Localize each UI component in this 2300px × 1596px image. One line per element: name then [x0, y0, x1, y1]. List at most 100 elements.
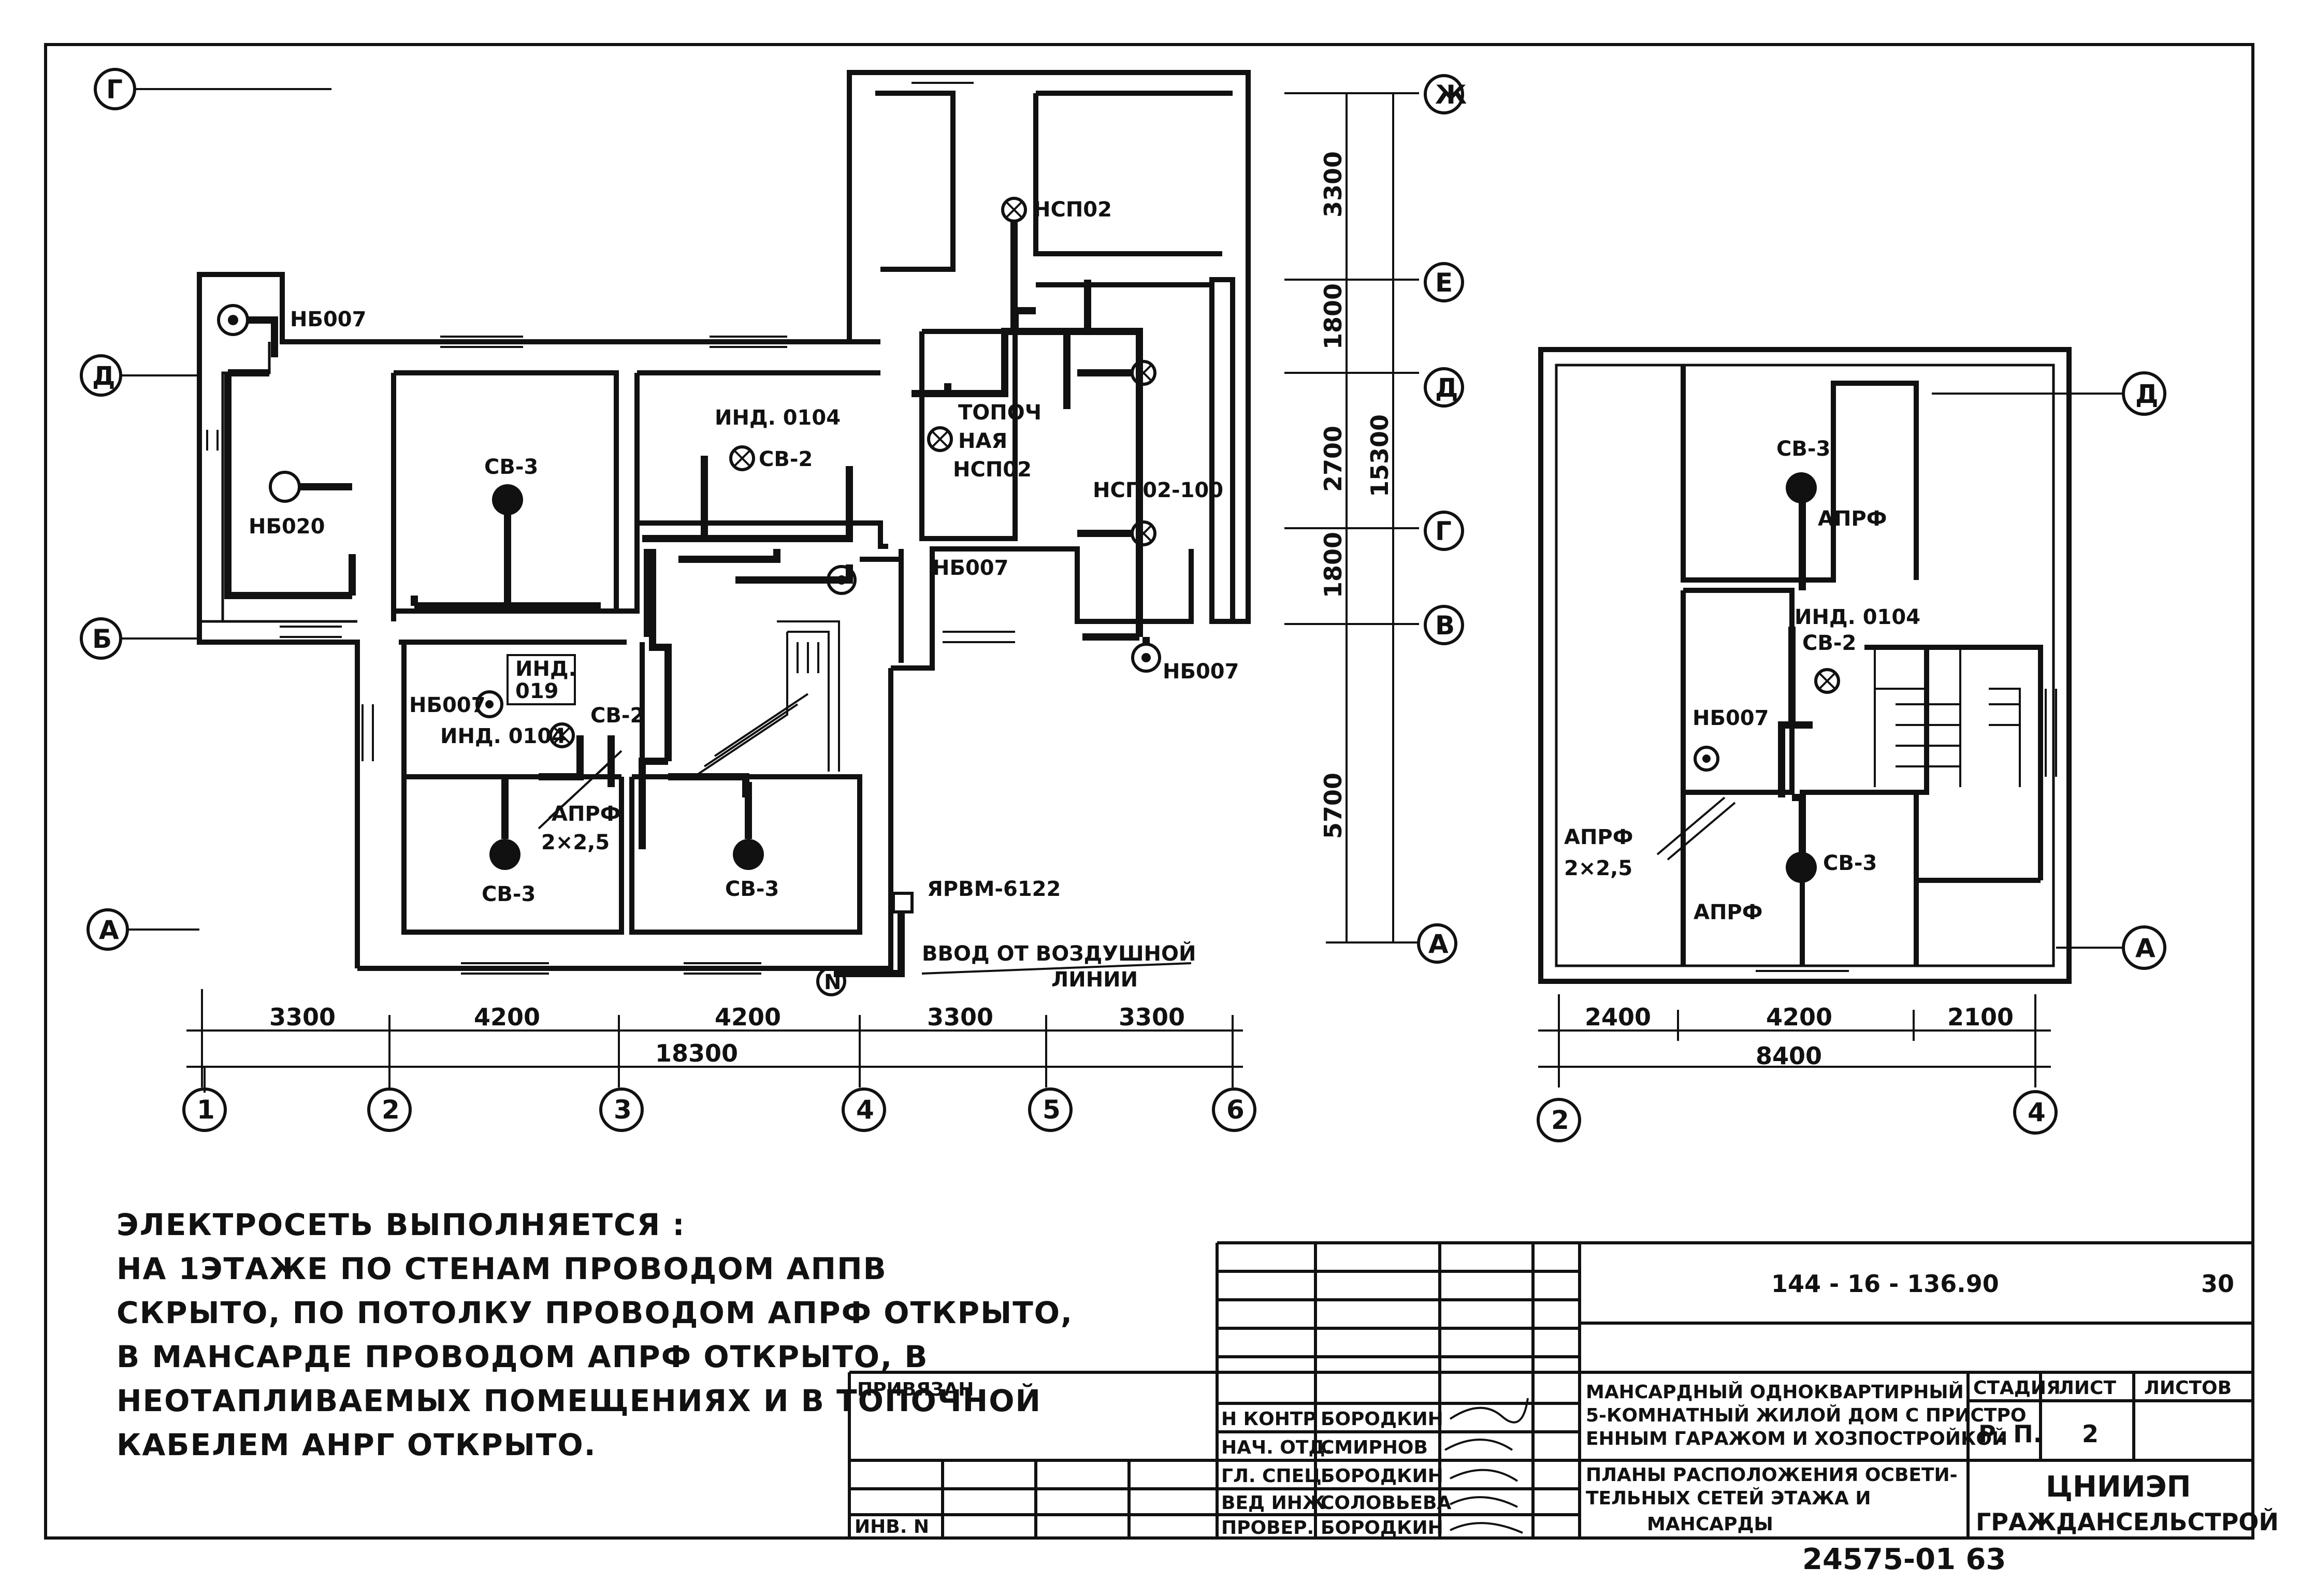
section-dimensions: 3300 1800 2700 1800 5700 15300 Ж Е Д Г В… — [1284, 74, 1467, 964]
label-title-block-list-header: ЛИСТ — [2059, 1377, 2116, 1399]
fixture-nsp02-100-a — [1077, 360, 1156, 386]
label-topoch-2: НАЯ — [958, 429, 1007, 453]
label-axes-ground-cols-3: 4 — [856, 1095, 874, 1125]
label-axes-attic-cols-0: 2 — [1551, 1105, 1569, 1135]
label-title-block-roles-4: ПРОВЕР. — [1221, 1517, 1314, 1539]
label-dims-ground-bottom-2: 4200 — [715, 1003, 781, 1031]
ind019-box — [507, 654, 576, 705]
label-n-symbol: N — [824, 970, 841, 994]
label-dims-ground-bottom-4: 3300 — [1119, 1003, 1185, 1031]
label-dims-attic-bottom-2: 2100 — [1947, 1003, 2014, 1031]
attic-wiring — [1778, 487, 1813, 860]
label-note-lines-1: НА 1ЭТАЖЕ ПО СТЕНАМ ПРОВОДОМ АППВ — [117, 1251, 887, 1286]
label-axes-section-rows-5: А — [1428, 929, 1449, 959]
label-dims-section-3: 1800 — [1319, 532, 1347, 598]
label-dims-attic-bottom-1: 4200 — [1766, 1003, 1832, 1031]
attic-cb2 — [1814, 668, 1840, 694]
fixture-cb2-b — [549, 722, 575, 748]
label-title-block-project-title-0: МАНСАРДНЫЙ ОДНОКВАРТИРНЫЙ — [1586, 1381, 1964, 1403]
ground-stair — [693, 620, 840, 778]
label-attic-labels-aprf-bot: АПРФ — [1694, 901, 1762, 924]
label-title-block-stage-header: СТАДИЯ — [1973, 1377, 2061, 1399]
label-axes-section-rows-4: В — [1435, 611, 1455, 641]
label-aprf-size: 2×2,5 — [541, 831, 610, 854]
label-title-block-project-title-2: ЕННЫМ ГАРАЖОМ И ХОЗПОСТРОЙКОЙ — [1586, 1428, 2007, 1449]
label-dims-section-2: 2700 — [1319, 426, 1347, 492]
label-dims-ground-bottom-1: 4200 — [474, 1003, 540, 1031]
attic-nb007 — [1694, 746, 1719, 772]
label-title-block-org-0: ЦНИИЭП — [2046, 1470, 2191, 1504]
label-title-block-roles-3: ВЕД ИНЖ — [1221, 1492, 1325, 1514]
label-attic-labels-cb3-bot: СВ-3 — [1823, 851, 1877, 875]
fixture-nb007-mid — [827, 565, 857, 595]
label-axes-ground-cols-5: 6 — [1226, 1095, 1245, 1125]
label-note-lines-0: ЭЛЕКТРОСЕТЬ ВЫПОЛНЯЕТСЯ : — [117, 1207, 686, 1242]
label-title-block-names-0: БОРОДКИН — [1321, 1409, 1443, 1430]
label-dims-section-4: 5700 — [1319, 773, 1347, 839]
label-nb007-mid: НБ007 — [932, 556, 1008, 580]
aprf-leader — [538, 750, 623, 830]
attic-cb3-top — [1786, 472, 1817, 503]
attic-cb3-bot — [1786, 852, 1817, 883]
fixture-nb020 — [269, 471, 352, 503]
attic-plan: СВ-3 АПРФ ИНД. 0104 СВ-2 НБ007 АПРФ 2×2,… — [1537, 347, 2166, 1142]
label-dims-section-0: 3300 — [1319, 151, 1347, 217]
label-topoch-1: ТОПОЧ — [958, 401, 1041, 425]
label-ind0104-a: ИНД. 0104 — [715, 406, 841, 430]
label-cb3-left: СВ-3 — [482, 882, 536, 906]
attic-stair — [1874, 647, 2021, 787]
label-attic-labels-aprf-left: АПРФ — [1564, 825, 1633, 849]
label-vvod-2: ЛИНИИ — [1051, 968, 1138, 992]
attic-windows — [1756, 689, 2057, 982]
label-ind019-2: 019 — [515, 679, 559, 703]
yarvm-box — [892, 892, 914, 913]
label-note-lines-5: КАБЕЛЕМ АНРГ ОТКРЫТО. — [117, 1427, 597, 1462]
label-aprf: АПРФ — [552, 802, 620, 826]
label-axes-attic-rows-1: А — [2135, 933, 2156, 963]
label-title-block-names-4: БОРОДКИН — [1321, 1517, 1443, 1539]
label-attic-labels-cb2: СВ-2 — [1802, 631, 1856, 655]
label-title-block-sheet-no: 30 — [2201, 1270, 2234, 1298]
label-axes-ground-cols-2: 3 — [614, 1095, 632, 1125]
label-dims-ground-total: 18300 — [655, 1039, 738, 1067]
vvod-line — [921, 962, 1192, 975]
label-title-block-names-1: СМИРНОВ — [1321, 1437, 1428, 1458]
fixture-cb3-left — [489, 777, 520, 870]
fixture-cb3-right — [733, 782, 764, 870]
label-axes-ground-cols-4: 5 — [1043, 1095, 1061, 1125]
label-axes-ground-cols-1: 2 — [382, 1095, 400, 1125]
label-dims-attic-total: 8400 — [1756, 1042, 1822, 1070]
fixture-cb3-room1 — [492, 484, 523, 515]
label-vvod-1: ВВОД ОТ ВОЗДУШНОЙ — [922, 941, 1196, 966]
label-title-block-roles-2: ГЛ. СПЕЦ — [1221, 1466, 1322, 1487]
label-title-block-roles-0: Н КОНТР — [1221, 1409, 1317, 1430]
label-cb2-a: СВ-2 — [759, 447, 813, 471]
label-title-block-stage-value: Р. П. — [1978, 1420, 2042, 1448]
label-title-block-inv: ИНВ. N — [855, 1516, 929, 1537]
label-axes-section-rows-3: Г — [1435, 516, 1452, 546]
label-nb007-left: НБ007 — [409, 693, 485, 717]
label-dims-section-1: 1800 — [1319, 283, 1347, 350]
label-title-block-sheet-title-0: ПЛАНЫ РАСПОЛОЖЕНИЯ ОСВЕТИ- — [1586, 1464, 1958, 1486]
label-dims-ground-bottom-3: 3300 — [927, 1003, 993, 1031]
label-title-block-lists-header: ЛИСТОВ — [2144, 1377, 2232, 1399]
ground-windows — [206, 71, 1015, 975]
label-axes-ground-rows-3: А — [99, 915, 119, 945]
label-title-block-org-1: ГРАЖДАНСЕЛЬСТРОЙ — [1976, 1508, 2279, 1536]
ground-dimensions: 3300 4200 4200 3300 3300 18300 — [186, 989, 1243, 1093]
label-ind0104-b: ИНД. 0104 — [440, 724, 566, 748]
fixture-cb2-a — [729, 445, 755, 471]
fixture-nb007-left — [475, 690, 503, 718]
label-title-block-roles-1: НАЧ. ОТД. — [1221, 1437, 1332, 1458]
label-title-block-sheet-title-1: ТЕЛЬНЫХ СЕТЕЙ ЭТАЖА И — [1586, 1487, 1871, 1509]
label-attic-labels-aprf-size: 2×2,5 — [1564, 857, 1632, 880]
signatures — [1444, 1398, 1529, 1534]
footer-code: 24575-01 63 — [1802, 1543, 2006, 1576]
label-nb007-right: НБ007 — [1163, 660, 1239, 684]
label-title-block-sheet-title-2: МАНСАРДЫ — [1647, 1514, 1773, 1535]
label-axes-section-rows-0: Ж — [1435, 80, 1467, 110]
label-dims-ground-bottom-0: 3300 — [269, 1003, 336, 1031]
ground-axis-cols: 1 2 3 4 5 6 — [182, 1067, 1256, 1132]
label-attic-labels-cb3-top: СВ-3 — [1776, 437, 1830, 461]
ground-axis-rows: Г Д Б А — [80, 68, 331, 951]
